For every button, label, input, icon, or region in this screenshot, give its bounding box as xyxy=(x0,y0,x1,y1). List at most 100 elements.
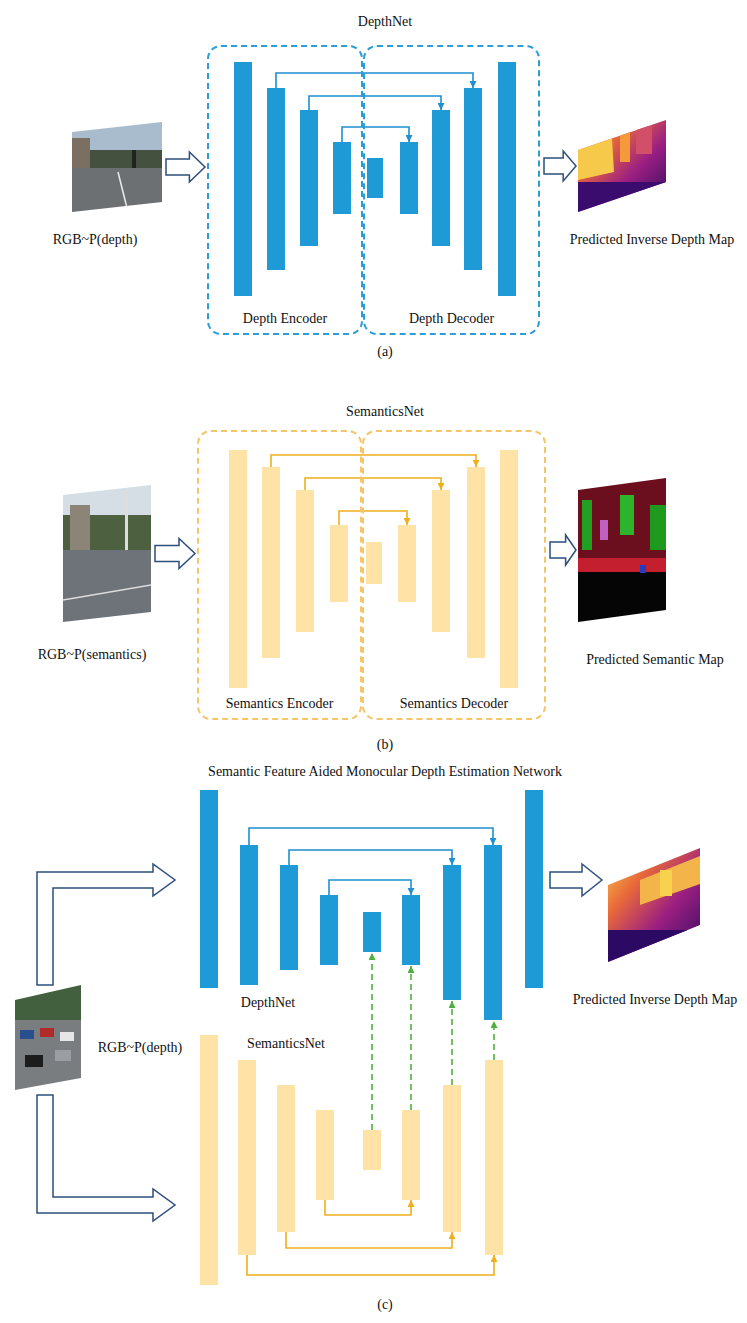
layer-bar xyxy=(277,1085,295,1232)
photo-pole xyxy=(125,490,128,550)
photo-car xyxy=(60,1032,74,1041)
module-label: Semantics Encoder xyxy=(226,696,334,713)
depth-map xyxy=(578,120,666,212)
depth-object xyxy=(660,870,672,896)
skip-connection xyxy=(249,828,493,845)
layer-bar xyxy=(363,1130,381,1170)
image-caption: Predicted Inverse Depth Map xyxy=(570,232,734,249)
skip-connection xyxy=(309,96,441,110)
class-region xyxy=(578,478,666,563)
layer-bar xyxy=(300,110,318,246)
layer-bar xyxy=(316,1110,334,1200)
flow-arrow xyxy=(544,151,576,181)
image-caption: RGB~P(depth) xyxy=(98,1040,183,1057)
feature-fusion xyxy=(372,953,494,1130)
fusion-arrow xyxy=(371,953,373,1130)
depth-object xyxy=(620,132,630,162)
image-panel: RGB~P(depth) xyxy=(72,122,162,212)
flow-arrow xyxy=(550,535,576,565)
layer-bar xyxy=(464,88,482,270)
network-module: Depth Encoder xyxy=(207,45,363,335)
depth-network xyxy=(234,62,516,296)
layer-bar xyxy=(400,142,418,214)
photo-road xyxy=(15,1020,81,1090)
module-label: Depth Decoder xyxy=(409,311,494,328)
image-caption: RGB~P(semantics) xyxy=(38,647,147,664)
panel-label: DepthNet xyxy=(358,14,412,31)
skip-connections xyxy=(276,73,473,142)
depth-ground xyxy=(578,120,666,212)
fusion-arrow xyxy=(410,966,412,1110)
skip-connection xyxy=(339,511,407,525)
photo-car xyxy=(20,1030,34,1039)
skip-connections xyxy=(247,1200,494,1275)
depth-near xyxy=(578,138,614,180)
class-region xyxy=(620,495,634,535)
network-module: Semantics Decoder xyxy=(362,430,546,720)
photo-lane xyxy=(118,172,128,212)
class-region xyxy=(600,520,608,540)
image-panel: Predicted Semantic Map xyxy=(578,478,666,622)
image-caption: Predicted Semantic Map xyxy=(586,652,724,669)
depth-ground xyxy=(608,848,701,962)
class-region xyxy=(582,500,592,550)
depth-object xyxy=(636,126,652,154)
skip-connections xyxy=(271,455,476,525)
photo-building xyxy=(70,505,90,550)
layer-bar xyxy=(402,895,420,965)
semantics-network xyxy=(200,1035,503,1285)
street-photo xyxy=(63,485,151,622)
parking-photo xyxy=(15,985,81,1090)
fusion-arrow xyxy=(493,1021,495,1060)
layer-bar xyxy=(432,490,450,632)
class-region xyxy=(640,565,646,573)
panel-label: (c) xyxy=(377,1297,393,1314)
image-caption: Predicted Inverse Depth Map xyxy=(573,992,737,1009)
layer-bar xyxy=(498,62,516,296)
layer-bar xyxy=(398,525,416,602)
depth-map xyxy=(608,848,701,962)
photo-car xyxy=(40,1028,54,1037)
layer-bar xyxy=(333,142,351,214)
flow-arrow xyxy=(155,539,195,569)
photo-lane xyxy=(63,585,151,600)
layer-bar xyxy=(485,1060,503,1255)
layer-bar xyxy=(267,88,285,270)
layer-bar xyxy=(229,450,247,688)
panel-label: (a) xyxy=(377,344,393,361)
layer-bar xyxy=(238,1060,256,1255)
layer-bar xyxy=(366,542,382,584)
depth-far xyxy=(578,182,666,212)
layer-bar xyxy=(367,158,383,198)
layer-bar xyxy=(200,790,218,988)
skip-connection xyxy=(286,1232,452,1248)
layer-bar xyxy=(467,467,485,658)
panel-label: SemanticsNet xyxy=(247,1036,325,1053)
fusion-arrow xyxy=(451,1001,453,1085)
layer-bar xyxy=(200,1035,218,1285)
block-arrow xyxy=(37,1095,175,1221)
layer-bar xyxy=(280,865,298,970)
layer-bar xyxy=(484,845,502,1020)
semantics-network xyxy=(229,450,518,688)
network-module: Depth Decoder xyxy=(363,45,540,335)
flow-arrow xyxy=(166,152,205,182)
panel-label: DepthNet xyxy=(241,995,295,1012)
class-region xyxy=(578,558,666,572)
skip-connection xyxy=(289,850,452,865)
module-label: Semantics Decoder xyxy=(400,696,508,713)
image-panel: Predicted Inverse Depth Map xyxy=(608,848,701,962)
image-panel: RGB~P(semantics) xyxy=(63,485,151,622)
layer-bar xyxy=(500,450,518,688)
photo-road xyxy=(72,168,162,212)
skip-connection xyxy=(305,478,441,490)
skip-connection xyxy=(271,455,476,467)
class-region xyxy=(578,572,666,622)
panel-label: SemanticsNet xyxy=(346,404,424,421)
photo-road xyxy=(63,550,151,622)
road-photo xyxy=(72,122,162,212)
layer-bar xyxy=(330,525,348,602)
panel-label: Semantic Feature Aided Monocular Depth E… xyxy=(208,764,562,781)
photo-building xyxy=(72,138,90,168)
